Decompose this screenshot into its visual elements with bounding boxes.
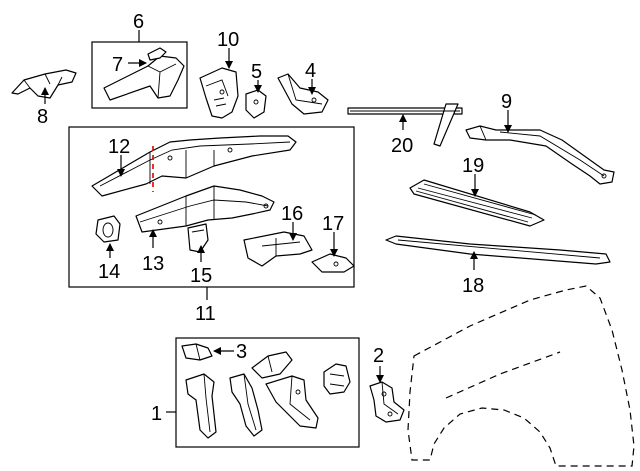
callout-15: 15 bbox=[190, 265, 212, 287]
callout-10: 10 bbox=[217, 29, 239, 51]
part-1-piece-d[interactable] bbox=[265, 375, 319, 429]
callout-16: 16 bbox=[281, 203, 303, 225]
callout-1: 1 bbox=[151, 403, 162, 425]
callout-2: 2 bbox=[373, 345, 384, 367]
group-box-1 bbox=[175, 337, 360, 448]
part-13[interactable] bbox=[135, 185, 275, 233]
part-20[interactable] bbox=[347, 103, 463, 147]
callout-7: 7 bbox=[112, 54, 123, 76]
part-8[interactable] bbox=[11, 69, 77, 99]
callout-17: 17 bbox=[322, 213, 344, 235]
part-18[interactable] bbox=[385, 235, 611, 265]
callout-6: 6 bbox=[133, 11, 144, 33]
callout-3: 3 bbox=[236, 341, 247, 363]
part-7[interactable] bbox=[103, 47, 185, 101]
part-5[interactable] bbox=[245, 89, 267, 119]
part-14[interactable] bbox=[95, 215, 121, 243]
part-19[interactable] bbox=[409, 179, 545, 227]
callout-9: 9 bbox=[501, 91, 512, 113]
callout-12: 12 bbox=[108, 136, 130, 158]
callout-18: 18 bbox=[462, 275, 484, 297]
callout-19: 19 bbox=[462, 155, 484, 177]
part-1-piece-c[interactable] bbox=[251, 351, 293, 379]
part-15[interactable] bbox=[187, 223, 209, 253]
callout-13: 13 bbox=[142, 253, 164, 275]
part-10[interactable] bbox=[199, 67, 239, 119]
part-1-piece-a[interactable] bbox=[185, 373, 217, 439]
part-2[interactable] bbox=[369, 381, 405, 423]
fender-outline bbox=[407, 285, 635, 467]
group-box-11 bbox=[68, 126, 355, 288]
callout-5: 5 bbox=[251, 61, 262, 83]
part-1-piece-e[interactable] bbox=[323, 363, 351, 395]
part-12[interactable] bbox=[91, 135, 297, 197]
callout-14: 14 bbox=[98, 261, 120, 283]
part-1-piece-b[interactable] bbox=[229, 373, 263, 437]
part-16[interactable] bbox=[243, 231, 313, 267]
callout-11: 11 bbox=[195, 303, 216, 325]
callout-4: 4 bbox=[305, 60, 316, 82]
part-4[interactable] bbox=[277, 73, 329, 115]
part-3[interactable] bbox=[181, 343, 213, 361]
part-17[interactable] bbox=[311, 253, 355, 273]
part-9[interactable] bbox=[465, 125, 615, 185]
callout-8: 8 bbox=[37, 106, 48, 128]
callout-20: 20 bbox=[391, 135, 413, 157]
